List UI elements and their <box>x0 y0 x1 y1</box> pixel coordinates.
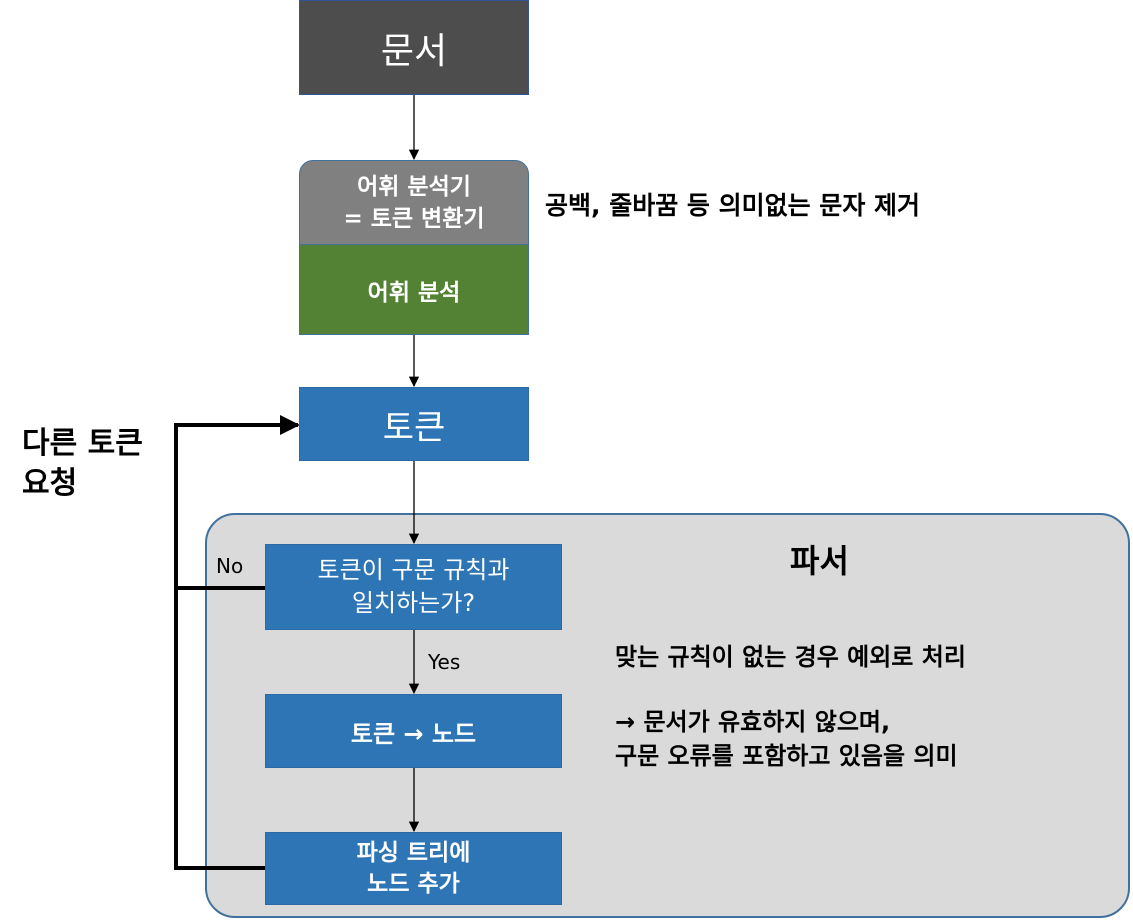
lexical-analysis-box: 어휘 분석 <box>299 244 529 335</box>
rule-match-line1: 토큰이 구문 규칙과 <box>317 556 510 584</box>
request-line1: 다른 토큰 <box>22 426 143 461</box>
lexer-label-line1: 어휘 분석기 <box>357 173 471 200</box>
add-node-box: 파싱 트리에 노드 추가 <box>265 832 562 905</box>
parser-title: 파서 <box>790 542 849 580</box>
rule-match-line2: 일치하는가? <box>351 589 476 617</box>
lexer-note: 공백, 줄바꿈 등 의미없는 문자 제거 <box>545 191 921 220</box>
lexer-box: 어휘 분석기 = 토큰 변환기 <box>299 160 529 245</box>
token-to-node-box: 토큰 → 노드 <box>265 694 562 768</box>
token-box: 토큰 <box>299 387 529 461</box>
invalid-line2: 구문 오류를 포함하고 있음을 의미 <box>615 742 958 770</box>
request-line2: 요청 <box>22 466 78 501</box>
no-label: No <box>216 554 244 578</box>
token-label: 토큰 <box>382 407 446 448</box>
rule-match-box: 토큰이 구문 규칙과 일치하는가? <box>265 544 562 630</box>
invalid-line1: → 문서가 유효하지 않으며, <box>615 708 891 736</box>
request-other-token-label: 다른 토큰 요청 <box>22 424 143 504</box>
lexical-analysis-label: 어휘 분석 <box>367 279 461 306</box>
lexer-label-line2: = 토큰 변환기 <box>343 205 485 232</box>
add-node-line2: 노드 추가 <box>367 870 460 897</box>
document-box: 문서 <box>299 0 529 95</box>
yes-label: Yes <box>428 650 461 674</box>
invalid-note: → 문서가 유효하지 않으며, 구문 오류를 포함하고 있음을 의미 <box>615 705 958 773</box>
add-node-line1: 파싱 트리에 <box>356 839 471 866</box>
loop-request-other-token <box>174 415 300 870</box>
token-to-node-label: 토큰 → 노드 <box>350 719 477 748</box>
exception-note: 맞는 규칙이 없는 경우 예외로 처리 <box>615 643 966 671</box>
document-label: 문서 <box>380 30 448 72</box>
